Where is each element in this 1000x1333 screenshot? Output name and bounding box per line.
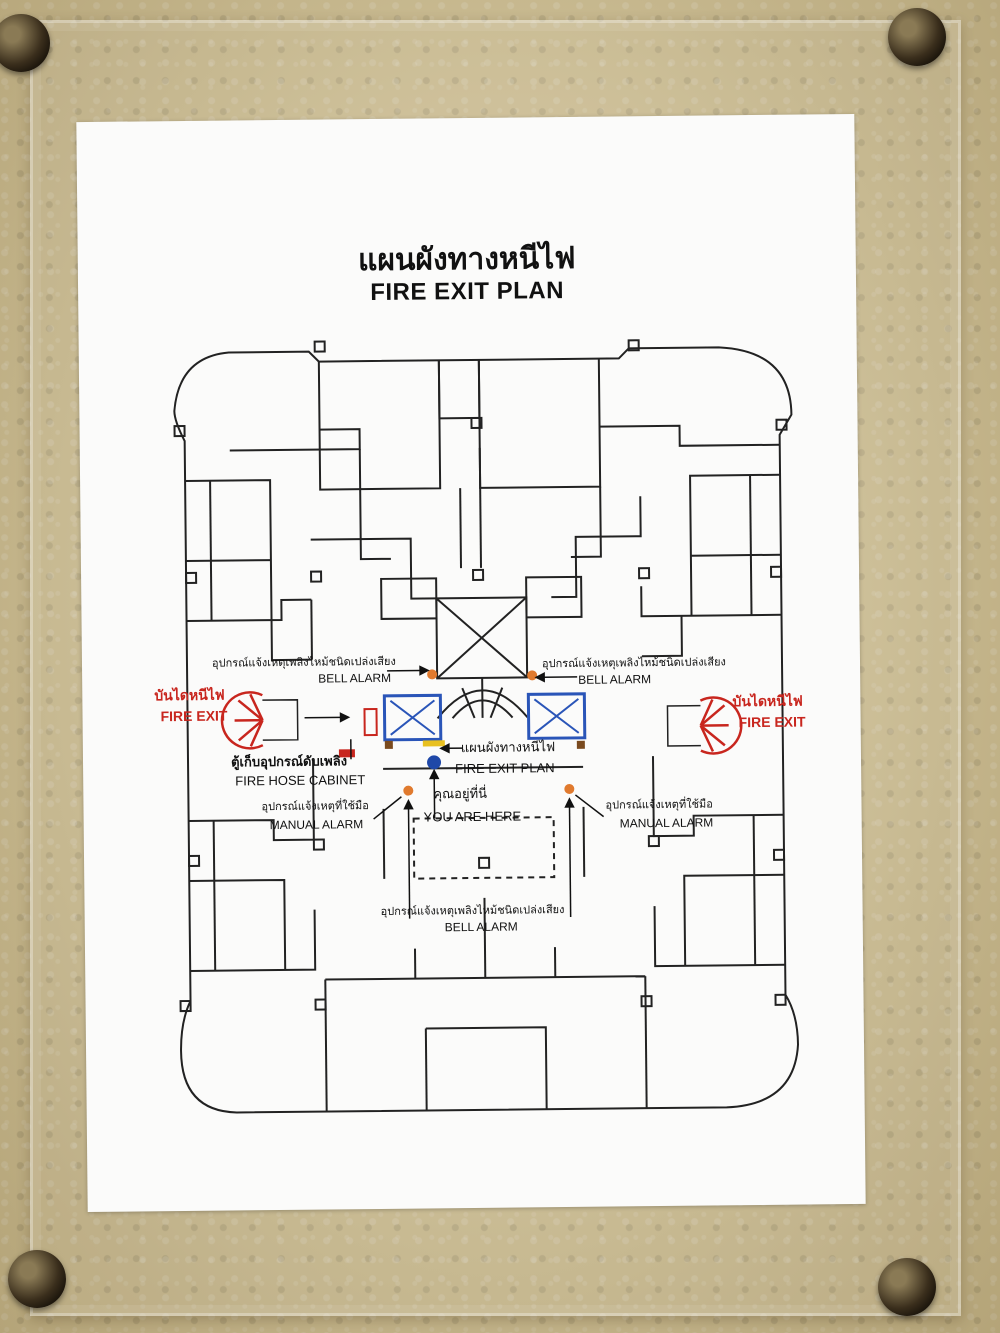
elevator-right (526, 692, 587, 740)
fire-hose-cabinet-english: FIRE HOSE CABINET (235, 772, 366, 789)
mounting-bolt-top-right (888, 8, 946, 66)
manual-alarm-right-thai: อุปกรณ์แจ้งเหตุที่ใช้มือ (605, 797, 713, 812)
fire-exit-left-english: FIRE EXIT (160, 707, 228, 725)
bell-alarm-right-thai: อุปกรณ์แจ้งเหตุเพลิงไหม้ชนิดเปล่งเสียง (541, 655, 726, 671)
bell-alarm-bottom-thai: อุปกรณ์แจ้งเหตุเพลิงไหม้ชนิดเปล่งเสียง (380, 903, 565, 918)
you-are-here-english: YOU ARE HERE (423, 808, 522, 825)
bell-alarm-right-english: BELL ALARM (578, 672, 652, 687)
plan-marker (422, 740, 445, 747)
fire-exit-plan-sign: แผนผังทางหนีไฟ FIRE EXIT PLAN (76, 113, 866, 1213)
bell-alarm-left-english: BELL ALARM (318, 670, 392, 686)
you-are-here-dot (427, 755, 442, 770)
manual-alarm-left-english: MANUAL ALARM (269, 817, 364, 833)
manual-alarm-right-english: MANUAL ALARM (619, 815, 714, 831)
you-are-here-thai: คุณอยู่ที่นี่ (433, 786, 488, 803)
elevator-left (382, 693, 443, 742)
manual-alarm-left-thai: อุปกรณ์แจ้งเหตุที่ใช้มือ (261, 799, 369, 814)
floor-plan-drawing (173, 339, 800, 1114)
mounting-bolt-bottom-right (878, 1258, 936, 1316)
bell-alarm-left-thai: อุปกรณ์แจ้งเหตุเพลิงไหม้ชนิดเปล่งเสียง (211, 654, 396, 670)
fire-exit-stair-left (220, 691, 264, 750)
fire-hose-cabinet-thai: ตู้เก็บอุปกรณ์ดับเพลิง (230, 754, 348, 771)
fire-exit-right-english: FIRE EXIT (738, 713, 806, 731)
outer-wall (173, 346, 800, 1114)
plan-marker-english: FIRE EXIT PLAN (455, 760, 555, 777)
bell-alarm-bottom-english: BELL ALARM (444, 919, 518, 935)
mounting-bolt-bottom-left (8, 1250, 66, 1308)
fire-exit-left-thai: บันไดหนีไฟ (154, 687, 225, 705)
fire-exit-right-thai: บันไดหนีไฟ (732, 693, 803, 711)
mounting-bolt-top-left (0, 14, 50, 72)
plan-marker-thai: แผนผังทางหนีไฟ (460, 740, 556, 757)
fire-exit-stair-right (699, 696, 743, 755)
